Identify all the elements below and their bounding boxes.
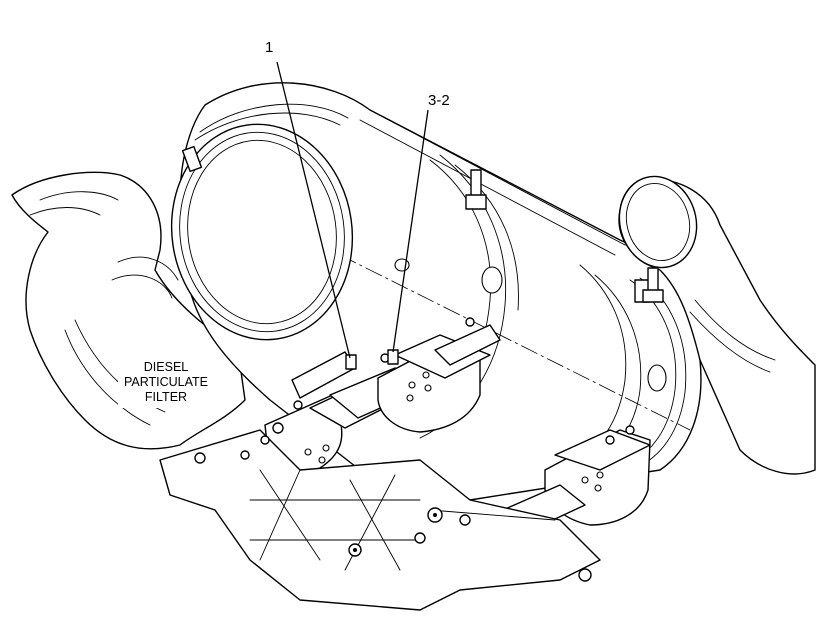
mounting-bracket-center bbox=[377, 324, 501, 433]
component-label-line-3: FILTER bbox=[145, 390, 187, 404]
callout-1-leader bbox=[276, 61, 351, 359]
right-outlet-pipe bbox=[618, 175, 816, 475]
inlet-ring bbox=[170, 103, 354, 341]
callout-3-2-label: 3-2 bbox=[428, 92, 450, 109]
component-label-line-2: PARTICULATE bbox=[124, 375, 208, 389]
fasteners bbox=[240, 317, 635, 460]
callout-1-label: 1 bbox=[265, 39, 273, 56]
top-fittings bbox=[394, 169, 664, 303]
support-frame bbox=[159, 429, 601, 611]
component-label: DIESEL PARTICULATE FILTER bbox=[118, 358, 216, 408]
component-label-line-1: DIESEL bbox=[144, 360, 189, 374]
callout-3-2-leader bbox=[392, 109, 429, 353]
